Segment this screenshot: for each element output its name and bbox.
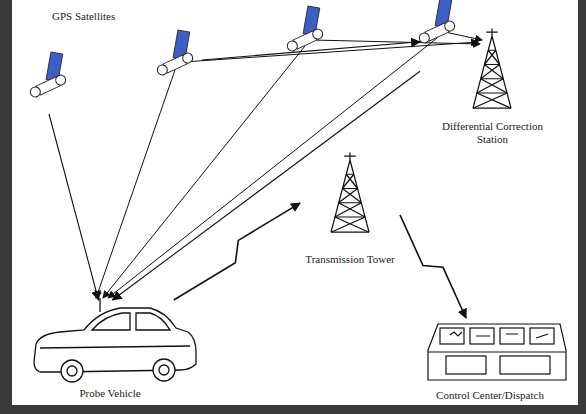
node-label: Control Center/Dispatch xyxy=(410,389,570,402)
node-label: Transmission Tower xyxy=(305,253,395,266)
node-area: Control Center/Dispatch xyxy=(410,318,570,402)
signal-line xyxy=(49,114,99,300)
node-area: GPS Satellites xyxy=(22,6,202,114)
node-area: Probe Vehicle xyxy=(25,300,200,400)
node-label: GPS Satellites xyxy=(52,10,122,23)
radio-link xyxy=(174,203,300,300)
radio-link xyxy=(400,215,466,318)
node-area: Differential Correction Station xyxy=(420,30,565,148)
signal-line xyxy=(202,42,420,60)
gps-satellite xyxy=(18,0,463,99)
node-label: Differential Correction Station xyxy=(430,120,555,146)
dispatch-console xyxy=(428,324,566,380)
car xyxy=(34,298,196,382)
node-label: Probe Vehicle xyxy=(55,387,165,400)
satellite-lines xyxy=(96,32,482,298)
node-area: Transmission Tower xyxy=(300,150,400,268)
signal-line xyxy=(113,71,421,300)
